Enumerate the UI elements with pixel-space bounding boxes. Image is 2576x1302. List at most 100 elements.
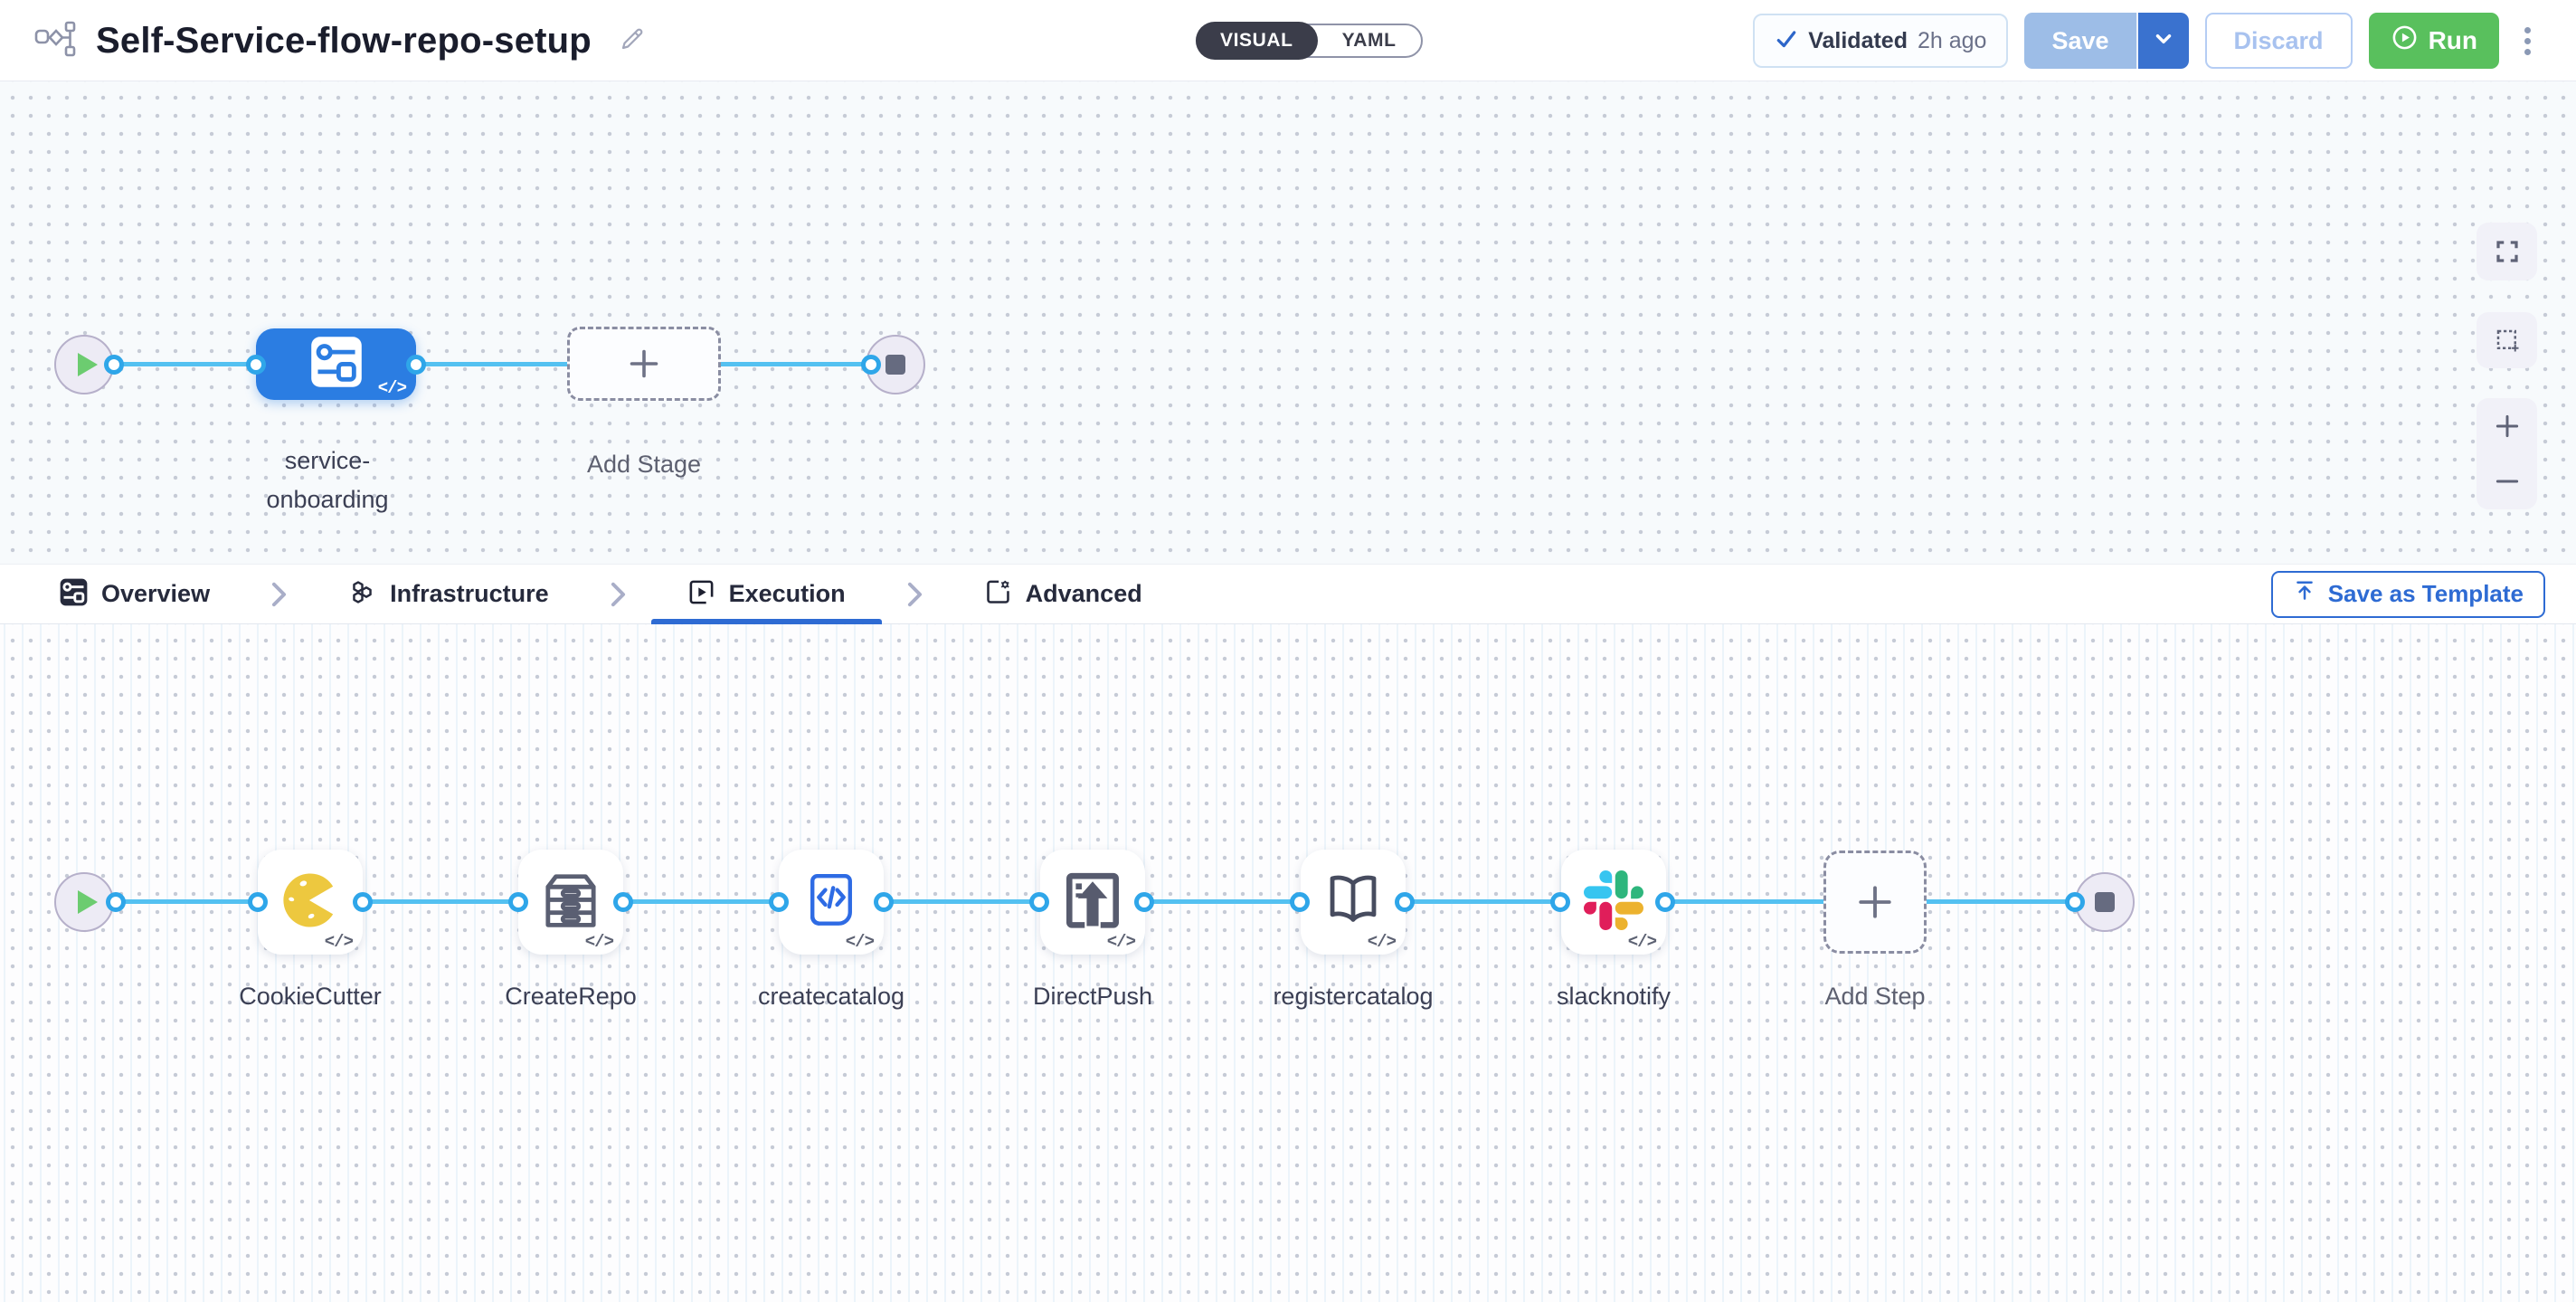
header-left: Self-Service-flow-repo-setup <box>34 0 646 81</box>
header-actions: Validated 2h ago Save Discard <box>1753 13 2538 69</box>
connector-port <box>106 892 126 912</box>
connector-port <box>769 892 789 912</box>
toggle-yaml[interactable]: YAML <box>1341 30 1397 51</box>
plus-icon <box>630 349 658 378</box>
save-options-button[interactable] <box>2136 13 2189 69</box>
cookiecutter-icon <box>279 869 342 936</box>
save-as-template-label: Save as Template <box>2327 580 2524 607</box>
tab-label: Infrastructure <box>390 580 549 607</box>
chevron-right-icon <box>611 582 626 607</box>
toggle-visual[interactable]: VISUAL <box>1196 22 1318 60</box>
code-badge: </> <box>324 932 354 952</box>
execution-play-icon <box>687 578 715 611</box>
header-bar: Self-Service-flow-repo-setup VISUAL YAML… <box>0 0 2576 81</box>
overview-stage-icon <box>60 578 88 611</box>
step-label: registercatalog <box>1273 983 1434 1010</box>
execution-canvas[interactable]: </> </> <box>0 624 2576 1302</box>
stage-tabs: Overview Infrastructure <box>0 564 2576 624</box>
registercatalog-book-icon <box>1321 869 1385 936</box>
stop-square-icon <box>2095 892 2115 912</box>
play-circle-icon <box>2391 24 2419 58</box>
chevron-right-icon <box>907 582 923 607</box>
execution-end-node <box>2075 872 2135 932</box>
connector-port <box>1029 892 1049 912</box>
connector-port <box>1550 892 1570 912</box>
connector-port <box>1655 892 1675 912</box>
tab-label: Advanced <box>1025 580 1142 607</box>
zoom-in-button[interactable] <box>2477 398 2537 454</box>
connector-port <box>1395 892 1415 912</box>
discard-button[interactable]: Discard <box>2204 13 2353 69</box>
validated-badge[interactable]: Validated 2h ago <box>1753 14 2009 68</box>
add-stage-label: Add Stage <box>586 451 702 478</box>
marquee-select-button[interactable] <box>2477 312 2537 368</box>
stage-node-service-onboarding[interactable]: </> <box>256 328 416 400</box>
upload-icon <box>2293 579 2316 609</box>
add-step-button[interactable] <box>1823 851 1927 954</box>
connector-port <box>246 355 266 375</box>
page-title: Self-Service-flow-repo-setup <box>96 20 592 61</box>
code-badge: </> <box>584 932 614 952</box>
stage-canvas[interactable]: </> service-onboarding Add Stage <box>0 81 2576 564</box>
tab-execution[interactable]: Execution <box>650 565 882 624</box>
chevron-right-icon <box>271 582 287 607</box>
connector-port <box>104 355 124 375</box>
add-stage-button[interactable] <box>567 327 721 401</box>
step-label: CookieCutter <box>239 983 382 1010</box>
zoom-in-icon <box>2496 414 2518 437</box>
step-label: CreateRepo <box>505 983 637 1010</box>
connector-port <box>406 355 426 375</box>
fit-view-button[interactable] <box>2477 223 2537 280</box>
save-split-button: Save <box>2024 13 2189 69</box>
step-node-slacknotify[interactable]: </> <box>1561 850 1666 955</box>
step-label: createcatalog <box>757 983 905 1010</box>
step-node-createrepo[interactable]: </> <box>518 850 623 955</box>
save-button[interactable]: Save <box>2024 13 2136 69</box>
zoom-out-icon <box>2496 480 2518 483</box>
zoom-controls <box>2477 398 2537 509</box>
tab-advanced[interactable]: Advanced <box>948 565 1179 623</box>
directpush-upload-icon <box>1061 869 1124 936</box>
connector-port <box>1134 892 1154 912</box>
tab-label: Overview <box>101 580 211 607</box>
edit-title-pencil-icon[interactable] <box>619 25 646 57</box>
marquee-select-icon <box>2496 329 2518 352</box>
kebab-menu-icon[interactable] <box>2517 22 2538 61</box>
start-play-icon <box>77 353 98 376</box>
validated-time: 2h ago <box>1917 27 1987 53</box>
run-label: Run <box>2428 26 2477 54</box>
connector-port <box>508 892 528 912</box>
execution-start-node <box>54 872 114 932</box>
step-node-cookiecutter[interactable]: </> <box>258 850 363 955</box>
zoom-out-button[interactable] <box>2477 454 2537 510</box>
step-node-createcatalog[interactable]: </> <box>779 850 884 955</box>
connector-port <box>874 892 894 912</box>
tab-overview[interactable]: Overview <box>24 565 246 623</box>
fit-view-icon <box>2496 241 2518 262</box>
connector-port <box>1290 892 1310 912</box>
start-play-icon <box>77 890 98 914</box>
run-button[interactable]: Run <box>2368 13 2499 69</box>
chevron-down-icon <box>2152 27 2175 55</box>
custom-stage-icon <box>310 336 363 393</box>
code-badge: </> <box>845 932 875 952</box>
code-badge: </> <box>1627 932 1657 952</box>
visual-yaml-toggle: VISUAL YAML <box>1196 22 1423 60</box>
tab-infrastructure[interactable]: Infrastructure <box>312 565 585 623</box>
validated-label: Validated <box>1808 27 1908 53</box>
save-as-template-button[interactable]: Save as Template <box>2270 570 2545 618</box>
connector-port <box>861 355 881 375</box>
connector-port <box>248 892 268 912</box>
slack-icon <box>1584 870 1643 935</box>
step-node-registercatalog[interactable]: </> <box>1301 850 1406 955</box>
code-badge: </> <box>1106 932 1136 952</box>
advanced-doc-gear-icon <box>984 578 1012 611</box>
stage-connector-line <box>114 362 871 366</box>
pipeline-flow-icon <box>34 21 76 62</box>
connector-port <box>613 892 633 912</box>
step-node-directpush[interactable]: </> <box>1040 850 1145 955</box>
createcatalog-scroll-code-icon <box>800 869 863 936</box>
plus-icon <box>1859 886 1891 918</box>
createrepo-drawers-icon <box>539 869 602 936</box>
step-label: DirectPush <box>1032 983 1153 1010</box>
